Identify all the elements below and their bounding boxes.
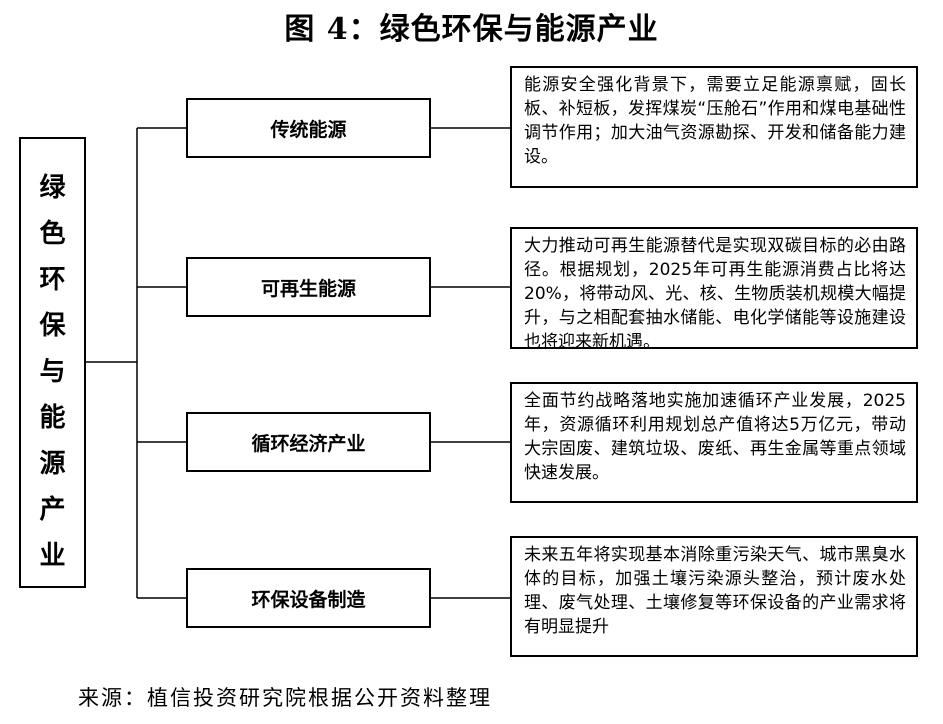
category-circular-economy: 循环经济产业 xyxy=(186,412,431,472)
root-label-char: 能 xyxy=(39,403,66,433)
root-label-char: 色 xyxy=(39,219,66,249)
source-note: 来源：植信投资研究院根据公开资料整理 xyxy=(78,686,492,710)
description-circular-economy: 全面节约战略落地实施加速循环产业发展，2025年，资源循环利用规划总产值将达5万… xyxy=(510,382,918,503)
root-label-char: 业 xyxy=(39,541,66,571)
root-node: 绿色环保与能源产业 xyxy=(19,137,86,588)
root-label-char: 产 xyxy=(39,495,66,525)
figure-title: 图 4：绿色环保与能源产业 xyxy=(284,12,659,47)
category-traditional-energy: 传统能源 xyxy=(186,98,431,158)
root-label: 绿色环保与能源产业 xyxy=(21,165,84,579)
category-renewable-energy: 可再生能源 xyxy=(186,257,431,317)
description-environmental-equipment: 未来五年将实现基本消除重污染天气、城市黑臭水体的目标，加强土壤污染源头整治，预计… xyxy=(510,536,918,657)
root-label-char: 环 xyxy=(39,265,66,295)
root-label-char: 源 xyxy=(39,449,66,479)
root-label-char: 与 xyxy=(39,357,66,387)
description-renewable-energy: 大力推动可再生能源替代是实现双碳目标的必由路径。根据规划，2025年可再生能源消… xyxy=(510,227,918,352)
description-traditional-energy: 能源安全强化背景下，需要立足能源禀赋，固长板、补短板，发挥煤炭“压舱石”作用和煤… xyxy=(510,66,918,188)
category-environmental-equipment: 环保设备制造 xyxy=(186,568,431,628)
root-label-char: 保 xyxy=(39,311,66,341)
root-label-char: 绿 xyxy=(39,173,66,203)
